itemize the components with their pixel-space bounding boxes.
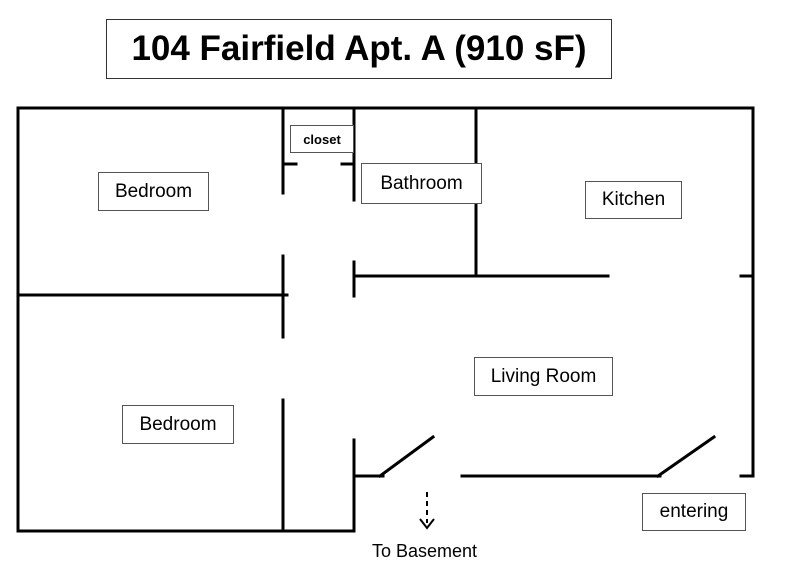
entry-label: entering (642, 493, 746, 531)
room-label-bedroom-top: Bedroom (98, 172, 209, 211)
basement-label: To Basement (372, 541, 478, 561)
room-label-bedroom-bottom: Bedroom (122, 405, 234, 444)
basement-arrow-head (419, 518, 435, 530)
entry-door-swing (655, 434, 717, 479)
living-door-swing (377, 434, 436, 479)
room-label-bathroom: Bathroom (361, 163, 482, 204)
room-label-closet: closet (290, 125, 354, 153)
room-label-kitchen: Kitchen (585, 181, 682, 219)
plan-title: 104 Fairfield Apt. A (910 sF) (106, 19, 612, 79)
room-label-living-room: Living Room (474, 357, 613, 396)
